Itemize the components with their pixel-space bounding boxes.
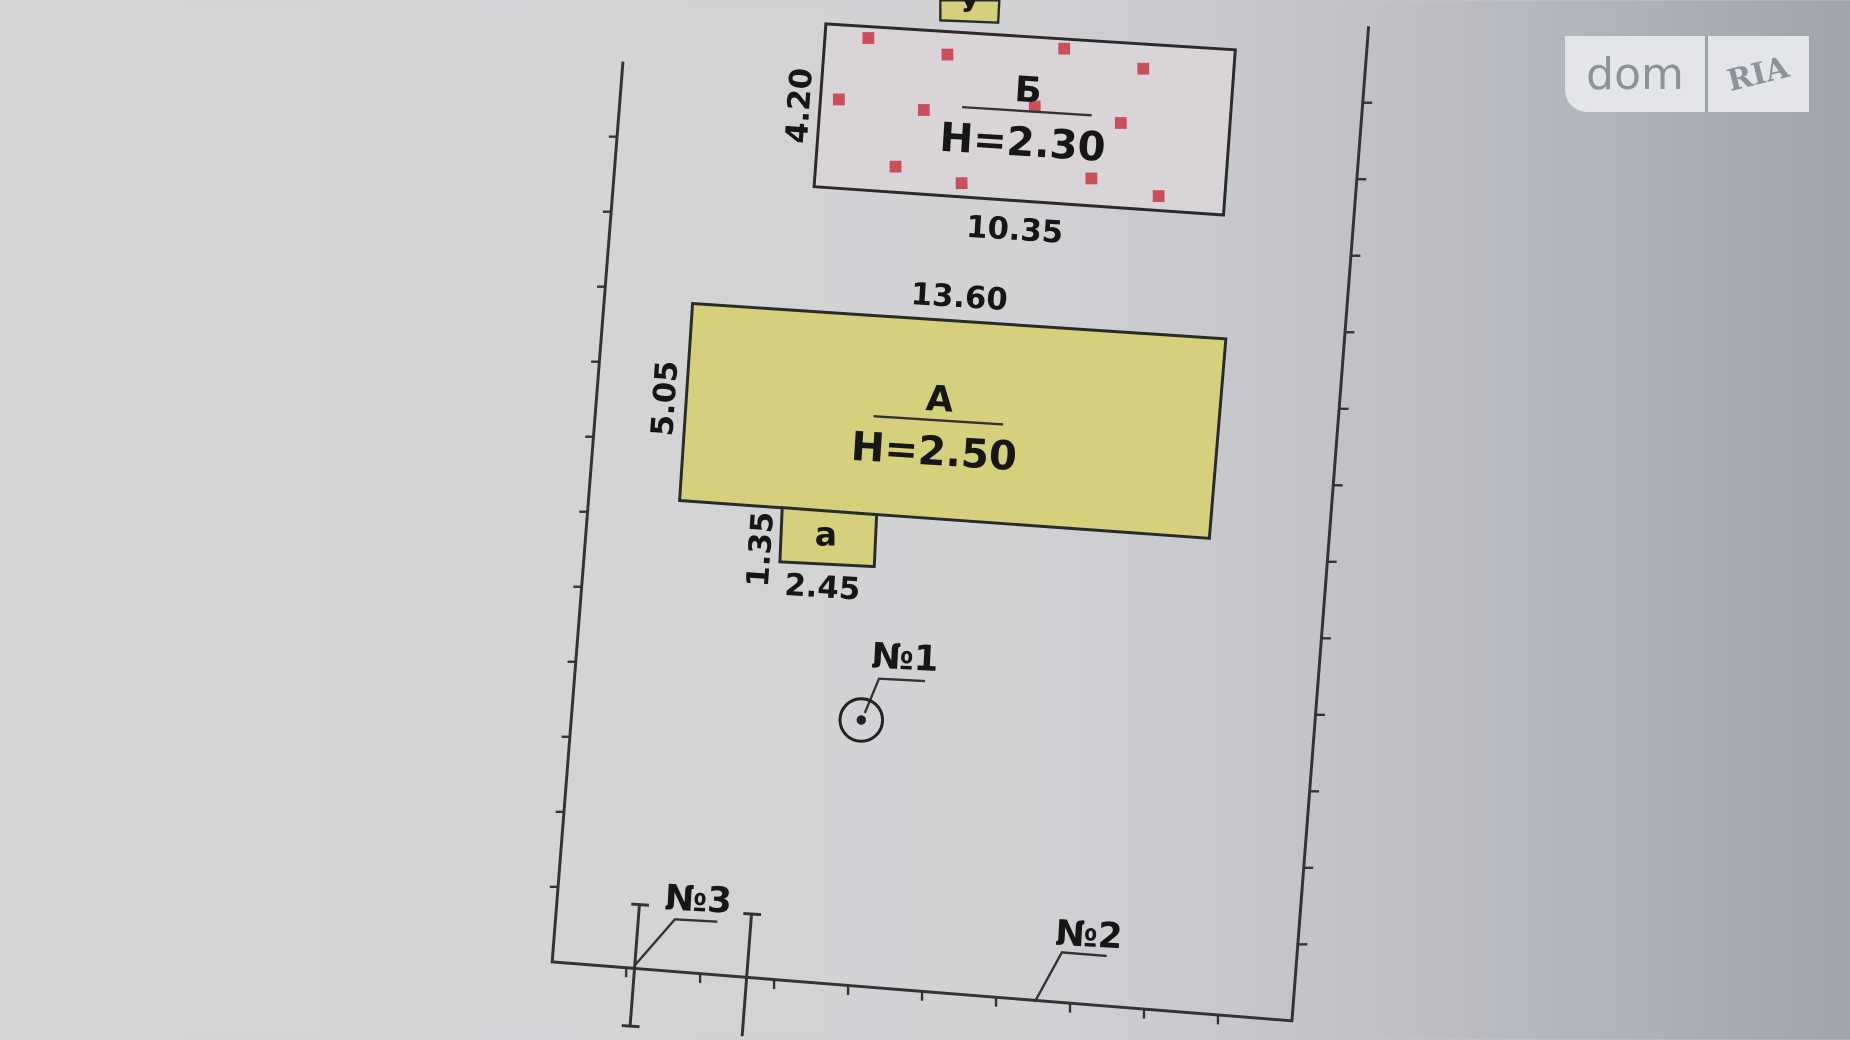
building-a-label: А xyxy=(925,378,956,421)
point-1-label: №1 xyxy=(870,636,939,680)
hatch-dot xyxy=(1058,42,1071,55)
logo-divider xyxy=(1705,36,1708,112)
building-b-label-divider xyxy=(962,105,1092,117)
point-2-label: №2 xyxy=(1054,913,1123,957)
building-b xyxy=(812,22,1237,217)
building-b-height: H=2.30 xyxy=(938,115,1107,171)
logo-ria-text: RIA xyxy=(1724,49,1793,99)
hatch-dot xyxy=(1114,117,1127,129)
building-a-height: H=2.50 xyxy=(850,424,1019,480)
hatch-dot xyxy=(1085,172,1098,185)
hatch-dot xyxy=(832,93,845,106)
boundary-ticks xyxy=(549,101,1373,1025)
point-1-center-dot xyxy=(856,715,867,725)
point-1-marker-icon xyxy=(838,697,885,743)
hatch-dot xyxy=(862,32,875,44)
point-3-label: №3 xyxy=(664,877,733,921)
hatch-dot xyxy=(1028,100,1041,113)
hatch-dot xyxy=(955,177,968,190)
hatch-dot xyxy=(1137,62,1150,75)
logo-ria-star-icon: RIA xyxy=(1708,36,1809,112)
hatch-dot xyxy=(1152,190,1165,203)
building-b-depth-dim: 4.20 xyxy=(780,67,820,145)
point-3-markers xyxy=(621,902,762,1037)
building-top-label: У xyxy=(960,0,980,19)
logo-dom-text: dom xyxy=(1565,36,1705,112)
point-2-leader xyxy=(1033,951,1107,1003)
domria-watermark-logo: dom RIA xyxy=(1565,36,1809,112)
building-b-width-dim: 10.35 xyxy=(965,210,1064,251)
building-a-width-dim: 13.60 xyxy=(910,277,1009,318)
hatch-dot xyxy=(917,104,930,116)
annex-a-width-dim: 2.45 xyxy=(784,568,862,608)
annex-a-depth-dim: 1.35 xyxy=(741,510,781,588)
hatch-dot xyxy=(889,160,902,173)
building-b-hatch-dots xyxy=(832,32,1165,203)
building-a-label-divider xyxy=(873,415,1004,426)
building-a-depth-dim: 5.05 xyxy=(645,359,685,437)
annex-a-label: а xyxy=(815,514,837,553)
building-top xyxy=(939,0,1001,24)
point-3-leader xyxy=(633,918,718,967)
annex-a xyxy=(778,506,879,569)
building-b-label: Б xyxy=(1013,69,1042,112)
hatch-dot xyxy=(941,48,954,61)
